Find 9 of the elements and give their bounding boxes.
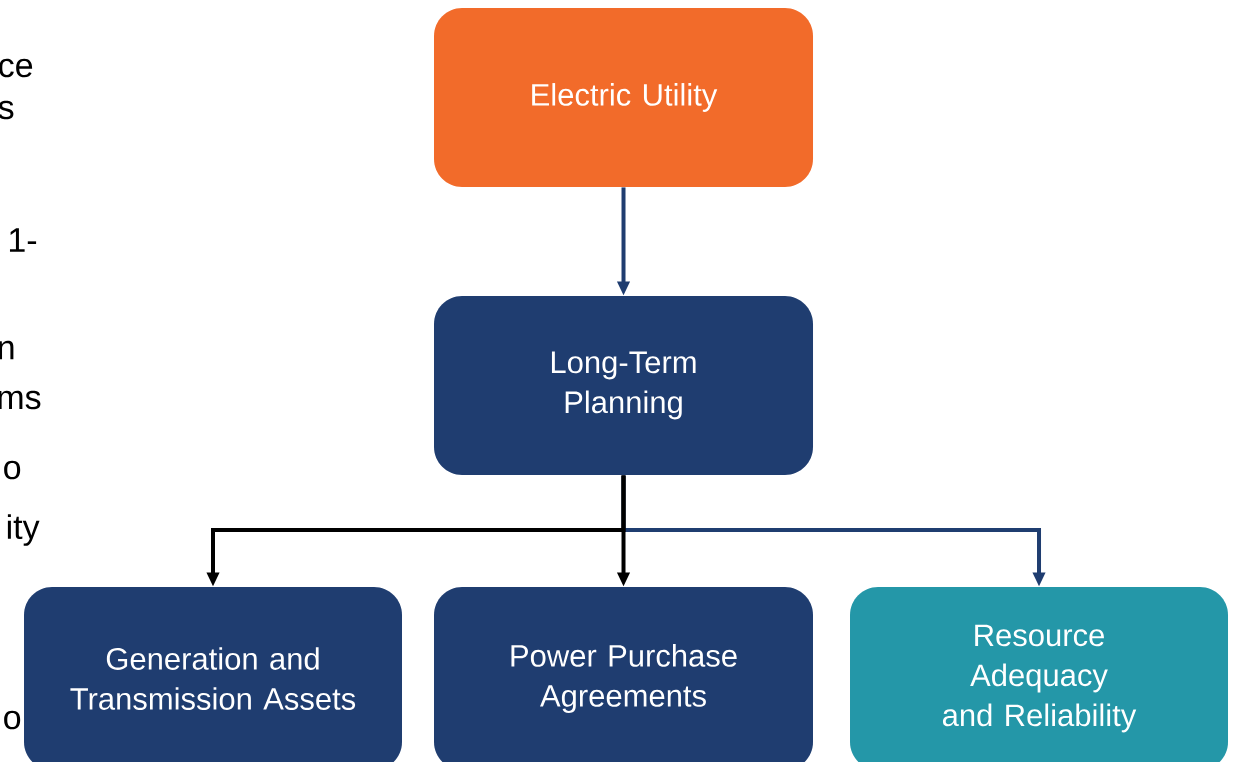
- text-fragment: 1-: [10, 228, 37, 252]
- text-fragment: o: [4, 460, 21, 480]
- process-box: Electric Utility: [434, 8, 813, 187]
- process-box: Resource Adequacy and Reliability: [850, 587, 1228, 762]
- text-fragment: ce: [0, 58, 33, 78]
- process-box: Long-Term Planning: [434, 296, 813, 475]
- process-box: Generation and Transmission Assets: [24, 587, 402, 762]
- text-fragment: ity: [7, 514, 40, 546]
- process-box: Power Purchase Agreements: [434, 587, 813, 762]
